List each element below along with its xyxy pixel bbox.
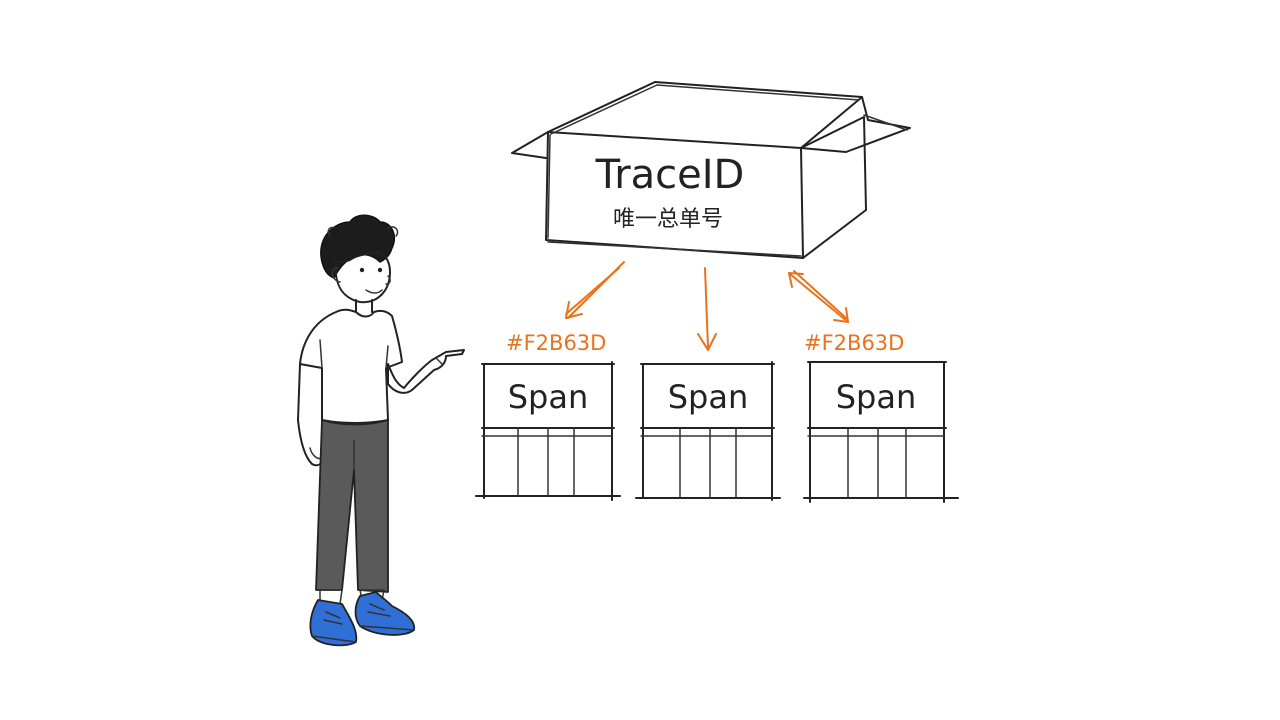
person-hair (320, 214, 396, 279)
trace-box: TraceID 唯一总单号 (511, 81, 911, 259)
span-3-tag: #F2B63D (804, 331, 904, 355)
person-pants (315, 419, 389, 593)
trace-id-title: TraceID (595, 152, 745, 198)
arrow-to-span-1 (565, 261, 625, 319)
person-illustration (297, 214, 465, 647)
span-2-label: Span (668, 378, 749, 416)
span-box-1: Span (475, 361, 621, 501)
arrows (565, 261, 849, 351)
arrow-to-span-3 (788, 270, 849, 323)
span-box-2: Span (635, 361, 781, 501)
span-1-tag: #F2B63D (506, 331, 606, 355)
span-box-3: Span (803, 361, 959, 503)
trace-id-subtitle: 唯一总单号 (613, 207, 723, 232)
arrow-to-span-2 (697, 267, 717, 351)
span-1-label: Span (508, 378, 589, 416)
span-3-label: Span (836, 378, 917, 416)
